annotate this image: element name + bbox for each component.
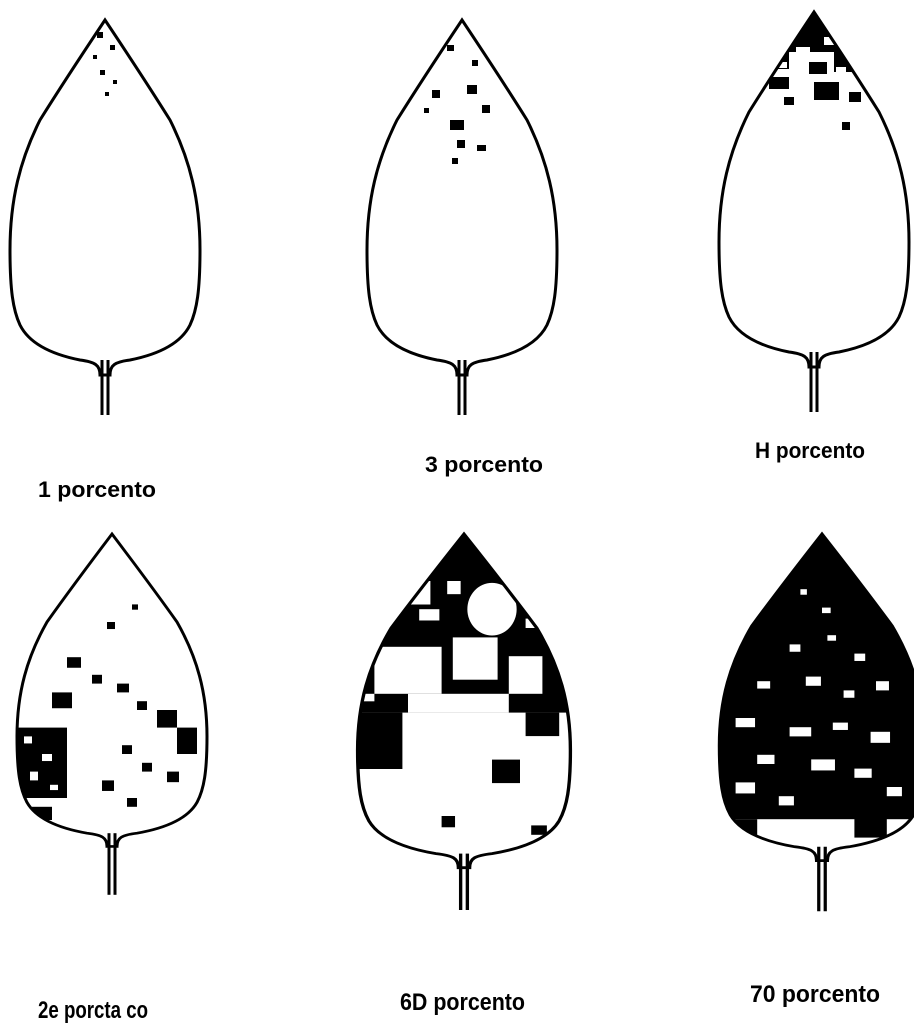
caption-leaf-3: H porcento xyxy=(755,438,865,463)
leaf-1 xyxy=(0,10,215,415)
caption-leaf-6: 70 porcento xyxy=(750,981,880,1008)
caption-leaf-1: 1 porcento xyxy=(38,477,156,502)
leaf-4 xyxy=(2,525,222,895)
leaf-6 xyxy=(703,525,914,911)
leaf-5 xyxy=(341,525,587,910)
caption-leaf-5: 6D porcento xyxy=(400,989,525,1016)
caption-leaf-2: 3 porcento xyxy=(425,452,543,477)
caption-leaf-4: 2e porcta co xyxy=(38,997,148,1024)
leaf-2 xyxy=(352,10,572,415)
leaf-3 xyxy=(704,2,914,412)
